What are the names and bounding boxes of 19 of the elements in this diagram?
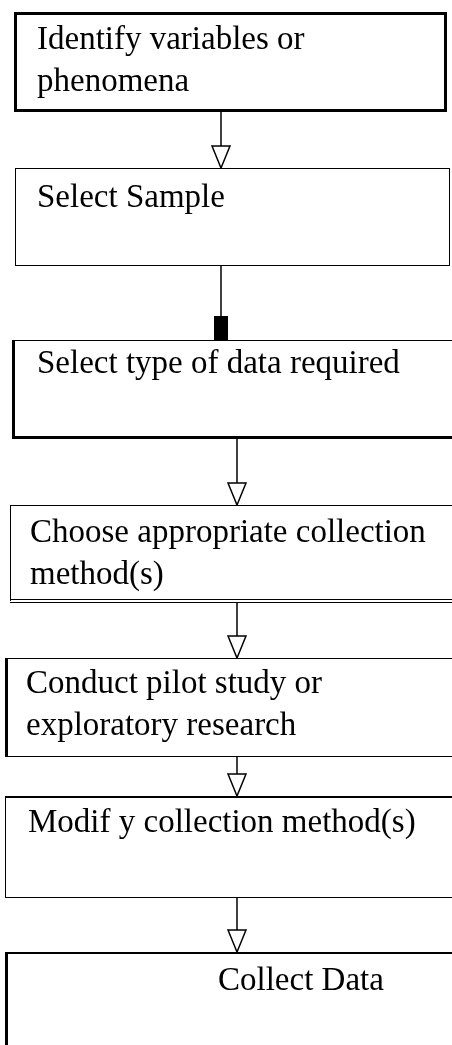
arrow	[227, 438, 247, 506]
step-text: Select type of data required	[37, 343, 401, 382]
process-box	[5, 796, 452, 898]
arrow	[227, 602, 247, 659]
process-box	[5, 952, 452, 1045]
process-box	[10, 505, 452, 603]
step-text: Collect Data	[218, 960, 385, 999]
step-text: Select Sample	[37, 177, 226, 216]
process-box	[5, 658, 452, 757]
process-box	[12, 340, 452, 439]
step-text: Conduct pilot study or exploratory research	[26, 663, 324, 744]
step-text: Identify variables or phenomena	[37, 19, 306, 100]
process-box	[14, 12, 447, 112]
arrow	[211, 111, 231, 169]
process-box	[15, 168, 450, 266]
step-text: Modif y collection method(s)	[28, 802, 417, 841]
arrow	[227, 897, 247, 953]
arrow	[227, 756, 247, 797]
step-text: Choose appropriate collection method(s)	[30, 512, 427, 593]
